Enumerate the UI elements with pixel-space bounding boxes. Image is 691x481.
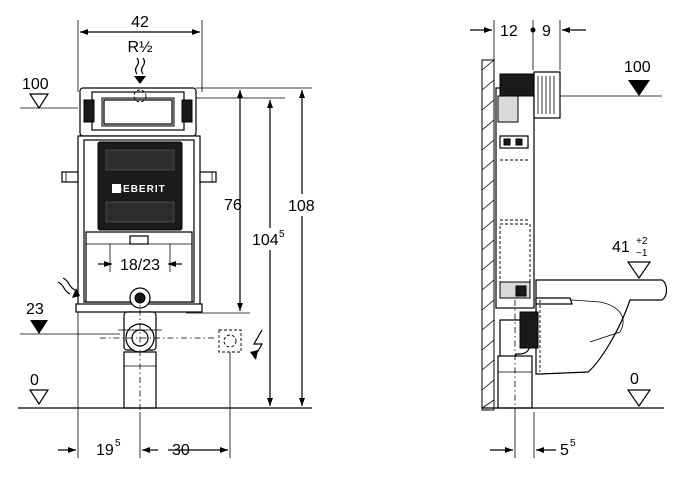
lower-frame: 18/23 xyxy=(85,231,193,309)
level-100-label: 100 xyxy=(22,76,49,93)
height-108-dimension: 108 xyxy=(286,90,318,406)
seat-height-label: 41 xyxy=(612,239,630,256)
seat-tol-minus: −1 xyxy=(636,248,648,259)
seat-tol-plus: +2 xyxy=(636,236,648,247)
floor-level-label: 0 xyxy=(30,372,39,389)
water-drain-icon xyxy=(57,277,80,298)
level-100-marker: 100 xyxy=(20,76,78,110)
thread-label: R½ xyxy=(128,39,153,56)
dim-5-sup: 5 xyxy=(570,438,576,449)
side-floor-label: 0 xyxy=(630,371,639,388)
offset-30-label: 30 xyxy=(172,442,190,459)
frame-side xyxy=(495,71,561,309)
height-104-dimension: 104 5 xyxy=(250,100,290,406)
dim-5-label: 5 xyxy=(560,442,569,459)
top-dimensions: 12 9 xyxy=(470,20,586,70)
toilet-bowl xyxy=(535,279,668,375)
width-42-label: 42 xyxy=(131,14,149,31)
height-108-label: 108 xyxy=(288,198,315,215)
side-level-100-label: 100 xyxy=(624,59,651,76)
side-bottom-dimension: 5 5 xyxy=(490,412,576,459)
dim-9-label: 9 xyxy=(542,23,551,40)
wall xyxy=(481,59,495,411)
cistern-top xyxy=(79,87,197,137)
side-level-100-marker: 100 xyxy=(560,59,662,97)
offset-19-label: 19 xyxy=(96,442,114,459)
height-76-dimension: 76 xyxy=(224,90,243,311)
width-dimension: 42 R½ xyxy=(77,14,203,92)
level-23-label: 23 xyxy=(26,301,44,318)
drain-spacing-label: 18/23 xyxy=(120,257,160,274)
electric-box xyxy=(218,329,264,360)
water-inlet-icon xyxy=(134,57,146,84)
side-view: 12 9 xyxy=(470,20,668,459)
height-104-label: 104 xyxy=(252,232,279,249)
floor-level-marker: 0 xyxy=(18,372,312,409)
front-view: 42 R½ 100 xyxy=(18,14,318,459)
offset-19-sup: 5 xyxy=(115,438,121,449)
seat-height-marker: 41 +2 −1 xyxy=(612,236,652,280)
side-drain-pipe xyxy=(497,300,539,412)
height-76-label: 76 xyxy=(224,197,242,214)
drain-pipe xyxy=(100,296,216,412)
height-104-sup: 5 xyxy=(279,229,285,240)
flush-plate: GEBERIT xyxy=(97,141,183,231)
level-23-marker: 23 xyxy=(20,301,120,335)
side-floor-marker: 0 xyxy=(482,371,664,409)
dim-12-label: 12 xyxy=(500,23,518,40)
lightning-icon xyxy=(252,329,264,359)
bottom-dimensions: 19 5 30 xyxy=(58,312,231,459)
brand-logo: GEBERIT xyxy=(114,184,165,195)
